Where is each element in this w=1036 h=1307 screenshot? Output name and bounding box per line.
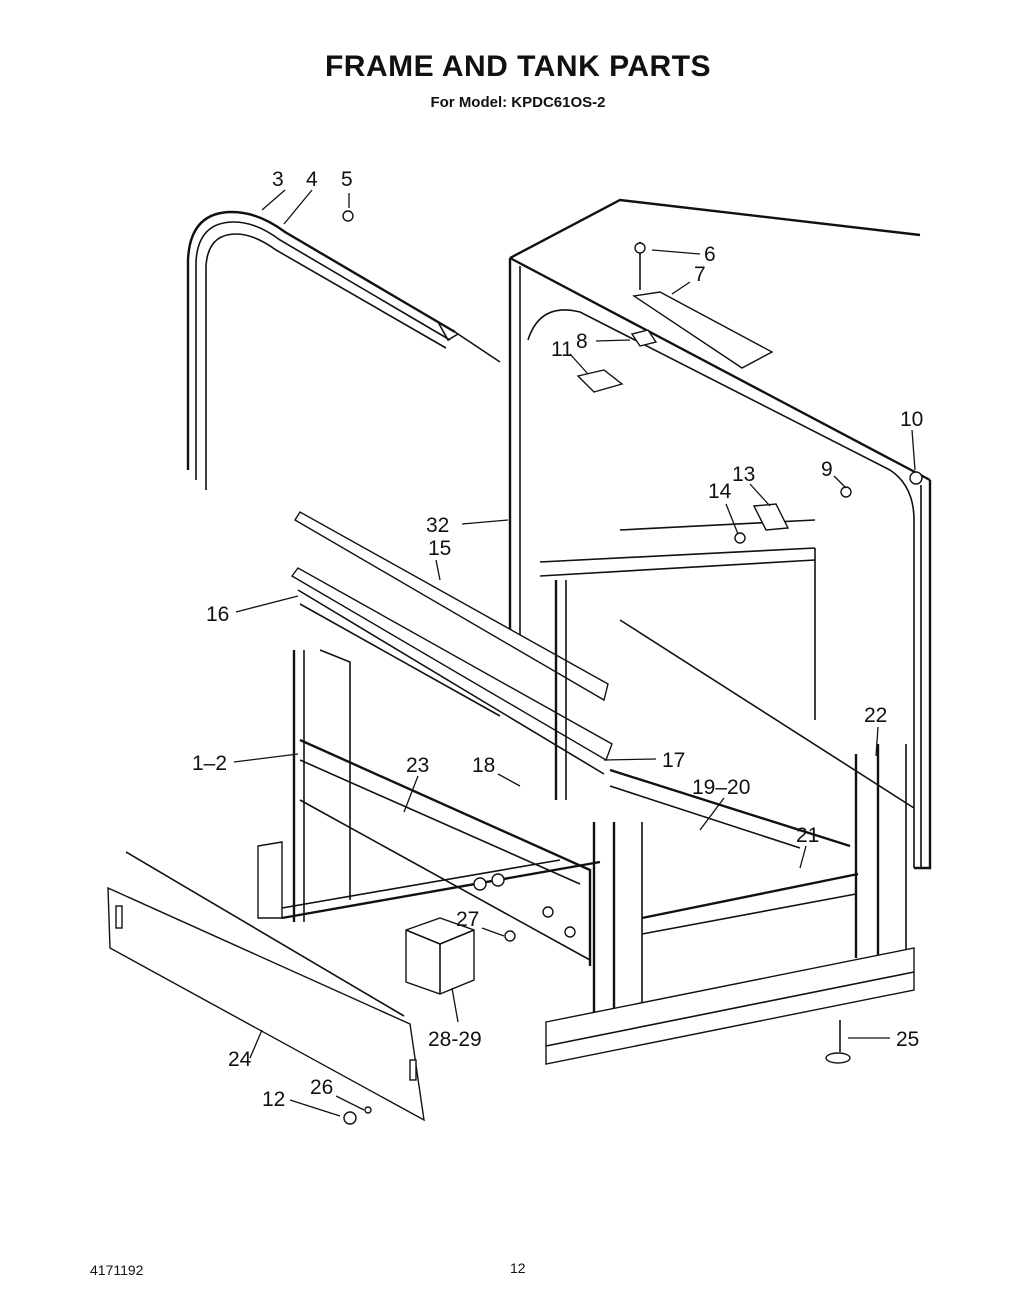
callout-6: 6 [704, 243, 716, 266]
callout-8: 8 [576, 330, 588, 353]
callout-7: 7 [694, 263, 706, 286]
callout-13: 13 [732, 463, 755, 486]
callout-11: 11 [551, 338, 573, 361]
model-subtitle: For Model: KPDC61OS-2 [430, 94, 606, 111]
callout-28-29: 28-29 [428, 1028, 482, 1051]
callout-14: 14 [708, 480, 732, 503]
hardware-parts-drawing [405, 917, 851, 1064]
callout-18: 18 [472, 754, 495, 777]
callout-32: 32 [426, 514, 449, 537]
callout-10: 10 [900, 408, 923, 431]
callout-25: 25 [896, 1028, 919, 1051]
leader-lines [233, 189, 916, 1117]
door-gasket-drawing [186, 210, 501, 490]
right-frame-drawing [545, 580, 915, 1065]
callout-17: 17 [662, 749, 685, 772]
tank-body-drawing [508, 198, 932, 870]
callout-labels: 3 4 5 6 7 8 11 10 9 13 14 32 15 16 22 1–… [192, 168, 923, 1111]
page-title: FRAME AND TANK PARTS [324, 50, 712, 83]
hinge-bracket-drawing [342, 210, 923, 544]
callout-9: 9 [821, 458, 833, 481]
callout-5: 5 [341, 168, 353, 191]
callout-21: 21 [796, 824, 819, 847]
callout-22: 22 [864, 704, 887, 727]
callout-3: 3 [272, 168, 284, 191]
callout-26: 26 [310, 1076, 333, 1099]
callout-4: 4 [306, 168, 318, 191]
callout-16: 16 [206, 603, 229, 626]
callout-1-2: 1–2 [192, 752, 227, 775]
callout-23: 23 [406, 754, 429, 777]
document-number: 4171192 [90, 1262, 144, 1278]
callout-15: 15 [428, 537, 451, 560]
front-rails-drawing [290, 511, 613, 775]
page-number: 12 [510, 1260, 526, 1276]
callout-12: 12 [262, 1088, 285, 1111]
callout-24: 24 [228, 1048, 252, 1071]
callout-19-20: 19–20 [692, 776, 750, 799]
kick-panel-drawing [107, 851, 425, 1125]
left-frame-drawing [257, 649, 601, 966]
callout-27: 27 [456, 908, 479, 931]
